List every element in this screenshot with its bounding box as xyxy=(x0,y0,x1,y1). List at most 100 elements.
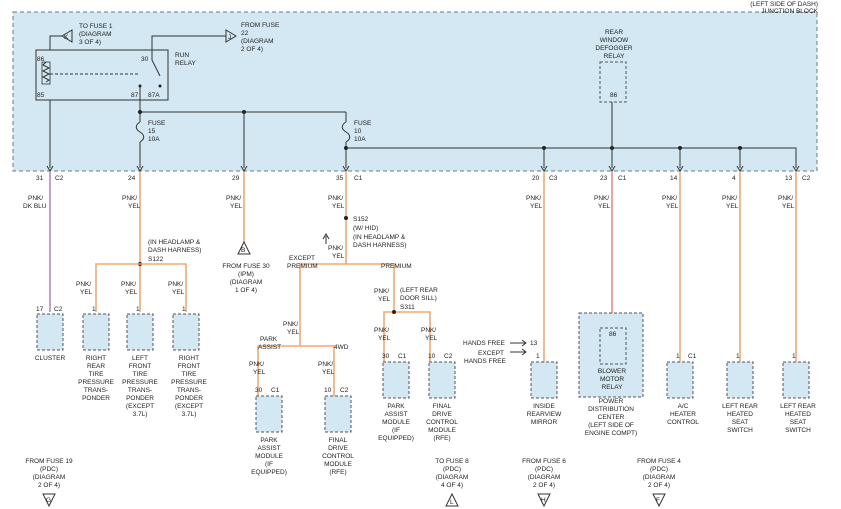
svg-text:MODULE: MODULE xyxy=(382,419,410,426)
h-connector: FROM FUSE 6 (PDC) (DIAGRAM 2 OF 4) H xyxy=(522,458,566,508)
svg-text:13: 13 xyxy=(530,340,538,347)
svg-text:REAR: REAR xyxy=(87,363,105,370)
svg-text:PNK/: PNK/ xyxy=(778,195,793,202)
svg-text:1: 1 xyxy=(182,306,186,313)
svg-text:23: 23 xyxy=(600,175,608,182)
svg-text:YEL: YEL xyxy=(378,335,391,342)
svg-text:PNK/: PNK/ xyxy=(168,281,183,288)
svg-text:2 OF 4): 2 OF 4) xyxy=(38,482,60,489)
k-connector: K TO FUSE 1 (DIAGRAM 3 OF 4) xyxy=(61,23,113,46)
svg-text:H: H xyxy=(541,497,546,504)
svg-text:PNK/: PNK/ xyxy=(283,321,298,328)
svg-text:RELAY: RELAY xyxy=(602,384,623,391)
svg-text:PNK/: PNK/ xyxy=(526,195,541,202)
svg-text:15: 15 xyxy=(148,128,156,135)
svg-text:PARK: PARK xyxy=(387,403,405,410)
svg-text:FROM FUSE 4: FROM FUSE 4 xyxy=(637,458,681,465)
svg-text:EQUIPPED): EQUIPPED) xyxy=(378,435,414,442)
svg-text:C2: C2 xyxy=(444,353,453,360)
svg-text:2 OF 4): 2 OF 4) xyxy=(241,46,263,53)
svg-text:J: J xyxy=(228,34,231,41)
svg-text:DASH HARNESS): DASH HARNESS) xyxy=(353,242,406,249)
svg-text:10A: 10A xyxy=(148,136,160,143)
svg-text:FUSE: FUSE xyxy=(354,120,372,127)
svg-text:10: 10 xyxy=(428,353,436,360)
svg-text:EXCEPT: EXCEPT xyxy=(289,255,315,262)
svg-text:86: 86 xyxy=(37,56,45,63)
svg-text:30: 30 xyxy=(141,56,149,63)
svg-text:C1: C1 xyxy=(271,387,280,394)
svg-text:C2: C2 xyxy=(55,175,64,182)
svg-text:YEL: YEL xyxy=(782,203,795,210)
svg-text:86: 86 xyxy=(609,331,617,338)
svg-text:MODULE: MODULE xyxy=(255,453,283,460)
svg-text:(IN HEADLAMP &: (IN HEADLAMP & xyxy=(148,239,201,246)
svg-text:1: 1 xyxy=(736,353,740,360)
svg-text:ASSIST: ASSIST xyxy=(257,445,280,452)
svg-text:TO FUSE 8: TO FUSE 8 xyxy=(435,458,469,465)
svg-text:YEL: YEL xyxy=(378,296,391,303)
svg-text:TIRE: TIRE xyxy=(89,371,104,378)
rear-defogger-relay: REAR WINDOW DEFOGGER RELAY 86 xyxy=(595,29,633,103)
svg-text:G: G xyxy=(46,497,51,504)
svg-text:PNK/: PNK/ xyxy=(722,195,737,202)
svg-text:FRONT: FRONT xyxy=(178,363,200,370)
svg-text:22: 22 xyxy=(241,30,249,37)
svg-text:L: L xyxy=(450,499,454,506)
svg-text:HEATER: HEATER xyxy=(670,411,696,418)
svg-text:(IF: (IF xyxy=(392,427,400,434)
svg-text:(DIAGRAM: (DIAGRAM xyxy=(643,474,676,481)
f-connector: FROM FUSE 4 (PDC) (DIAGRAM 2 OF 4) F xyxy=(637,458,681,508)
svg-text:(RFE): (RFE) xyxy=(433,435,450,442)
svg-text:CONTROL: CONTROL xyxy=(426,419,458,426)
svg-text:(DIAGRAM: (DIAGRAM xyxy=(33,474,66,481)
svg-text:DASH HARNESS): DASH HARNESS) xyxy=(148,247,201,254)
svg-text:(LEFT REAR: (LEFT REAR xyxy=(400,287,438,294)
svg-text:DOOR SILL): DOOR SILL) xyxy=(400,295,437,302)
svg-text:PONDER: PONDER xyxy=(126,395,154,402)
svg-text:CONTROL: CONTROL xyxy=(322,453,354,460)
svg-text:RIGHT: RIGHT xyxy=(86,355,106,362)
svg-text:REAR: REAR xyxy=(605,29,623,36)
svg-text:1: 1 xyxy=(676,353,680,360)
right-rear-tire-pressure-transponder: 1 RIGHT REAR TIRE PRESSURE TRANS- PONDER xyxy=(78,306,114,402)
b-connector: B FROM FUSE 30 (IPM) (DIAGRAM 1 OF 4) xyxy=(222,240,270,294)
svg-text:PNK/: PNK/ xyxy=(594,195,609,202)
svg-text:86: 86 xyxy=(610,92,618,99)
svg-text:(PDC): (PDC) xyxy=(443,466,461,473)
svg-text:PREMIUM: PREMIUM xyxy=(287,263,318,270)
svg-text:YEL: YEL xyxy=(253,369,266,376)
svg-text:PRESSURE: PRESSURE xyxy=(171,379,207,386)
svg-text:ASSIST: ASSIST xyxy=(384,411,407,418)
svg-text:1: 1 xyxy=(536,353,540,360)
svg-text:C2: C2 xyxy=(54,306,63,313)
svg-text:EQUIPPED): EQUIPPED) xyxy=(251,469,287,476)
svg-text:(PDC): (PDC) xyxy=(535,466,553,473)
svg-text:PNK/: PNK/ xyxy=(28,195,43,202)
g-connector: FROM FUSE 19 (PDC) (DIAGRAM 2 OF 4) G xyxy=(25,458,73,508)
svg-text:(IF: (IF xyxy=(265,461,273,468)
svg-text:YEL: YEL xyxy=(322,369,335,376)
svg-text:POWER: POWER xyxy=(599,398,624,405)
svg-text:PNK/: PNK/ xyxy=(662,195,677,202)
svg-text:RELAY: RELAY xyxy=(604,53,625,60)
svg-text:4WD: 4WD xyxy=(334,344,349,351)
svg-text:YEL: YEL xyxy=(666,203,679,210)
svg-text:YEL: YEL xyxy=(726,203,739,210)
svg-text:SWITCH: SWITCH xyxy=(727,427,753,434)
svg-text:S311: S311 xyxy=(400,304,415,311)
svg-text:YEL: YEL xyxy=(287,329,300,336)
svg-text:EXCEPT: EXCEPT xyxy=(478,350,504,357)
svg-text:14: 14 xyxy=(670,175,678,182)
svg-text:4 OF 4): 4 OF 4) xyxy=(441,482,463,489)
svg-text:(RFE): (RFE) xyxy=(329,469,346,476)
svg-text:(IPM): (IPM) xyxy=(238,271,254,278)
svg-text:DRIVE: DRIVE xyxy=(328,445,349,452)
svg-text:PNK/: PNK/ xyxy=(249,361,264,368)
svg-text:85: 85 xyxy=(37,92,45,99)
